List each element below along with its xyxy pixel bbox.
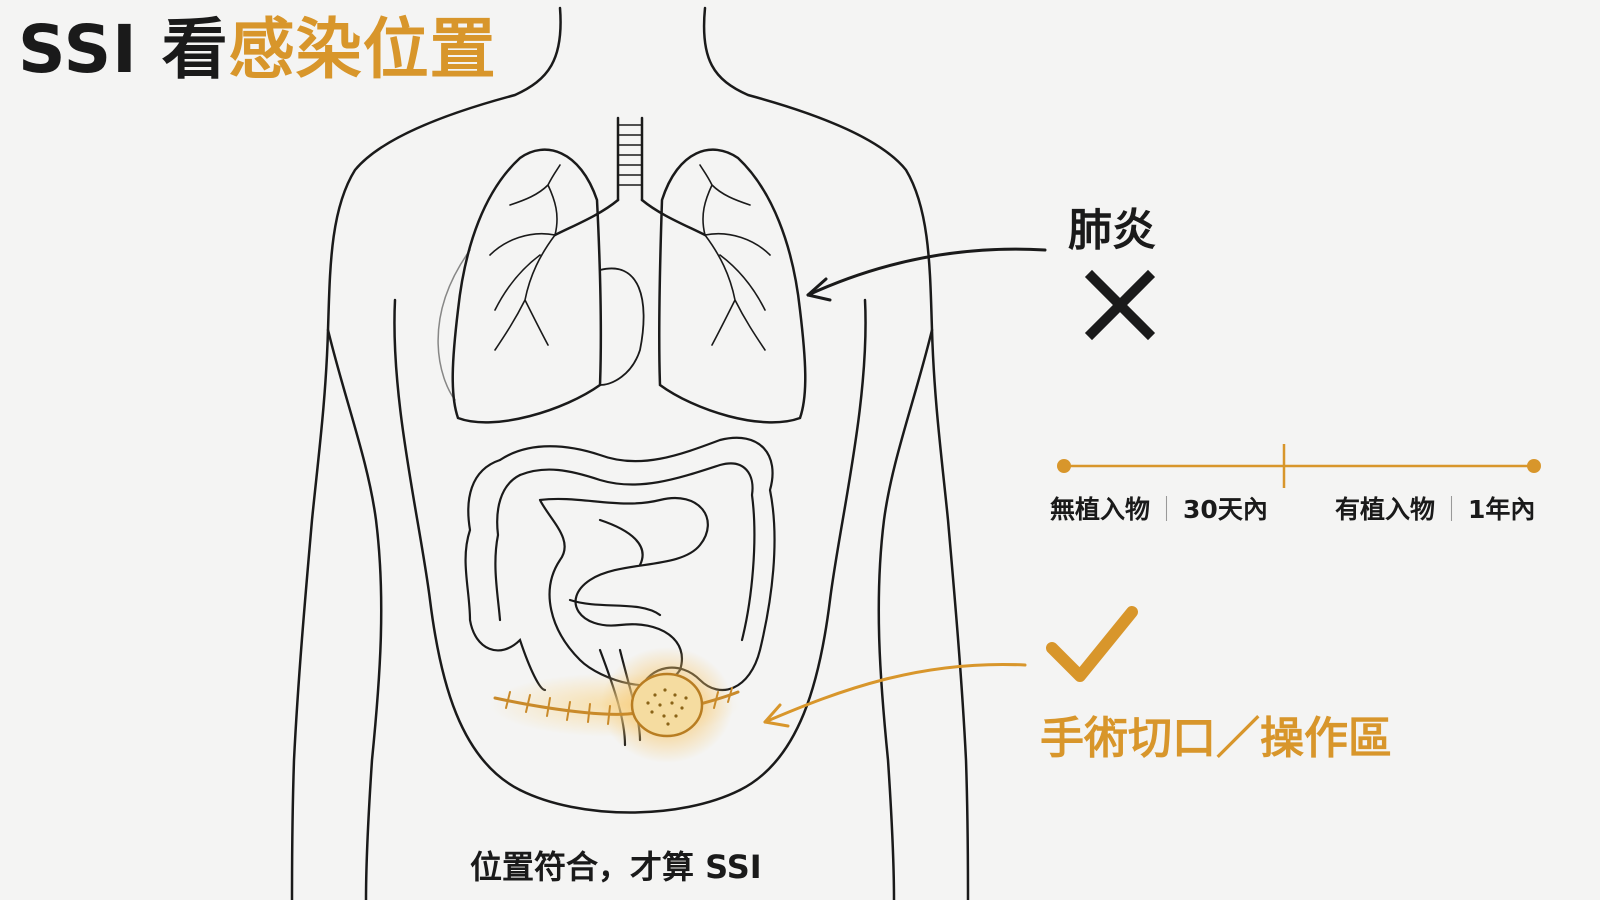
timeline-right-condition: 有植入物 [1335,495,1436,524]
page-title: SSI 看感染位置 [18,10,497,89]
surgical-site-label: 手術切口／操作區 [1040,713,1392,764]
timeline [1057,444,1541,488]
surgical-site [490,647,740,763]
body-outline [290,6,970,900]
pneumonia-label: 肺炎 [1068,205,1156,256]
title-accent: 感染位置 [228,11,497,88]
timeline-right-label: 有植入物｜1年內 [1335,495,1536,524]
check-mark-icon [1046,606,1138,682]
timeline-right-period: 1年內 [1468,495,1536,524]
surgical-arrow [763,662,1027,728]
timeline-end-dot [1527,459,1541,473]
timeline-start-dot [1057,459,1071,473]
timeline-left-label: 無植入物｜30天內 [1050,495,1268,524]
timeline-left-condition: 無植入物 [1050,495,1151,524]
title-lead: SSI 看 [18,11,229,88]
x-mark-icon [1084,269,1156,341]
timeline-left-period: 30天內 [1183,495,1268,524]
caption: 位置符合，才算 SSI [470,848,762,886]
lungs [451,116,807,424]
pneumonia-arrow [806,247,1047,302]
